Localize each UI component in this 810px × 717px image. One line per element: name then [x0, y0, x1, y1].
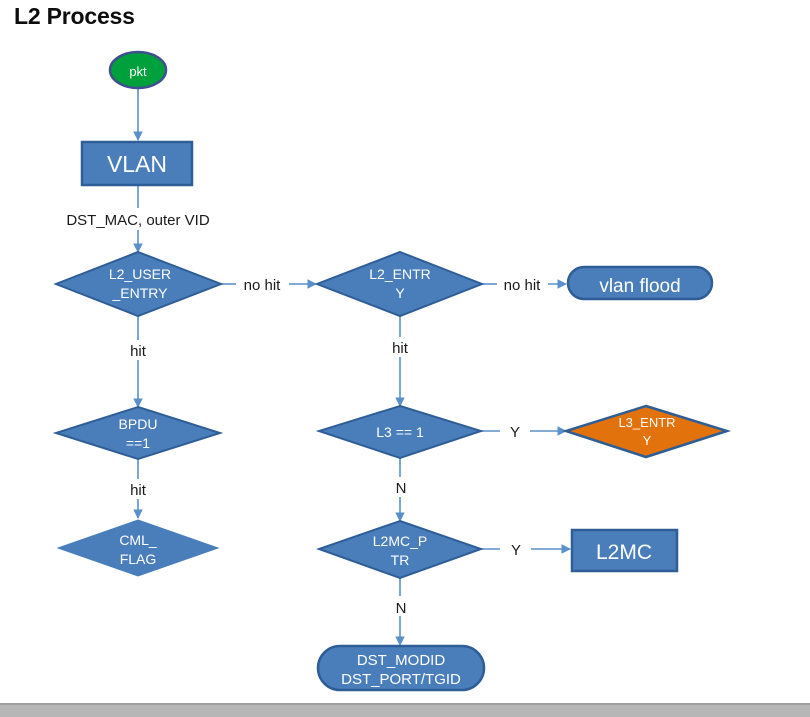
node-dst-label-line1: DST_MODID — [357, 652, 446, 669]
node-l3-check-label: L3 == 1 — [376, 424, 424, 440]
node-cml-flag-label-line2: FLAG — [120, 551, 157, 567]
node-l2-user-entry-label-line2: _ENTRY — [112, 285, 169, 301]
node-l2-user-entry-label-line1: L2_USER — [109, 266, 171, 282]
edge-label-no-hit-2: no hit — [504, 277, 542, 294]
node-l3-entry-label-line2: Y — [643, 433, 652, 448]
edge-label-hit-1: hit — [130, 343, 147, 360]
node-bpdu[interactable]: BPDU ==1 — [52, 405, 224, 461]
edge-label-dst-mac-outer-vid: DST_MAC, outer VID — [66, 212, 210, 229]
node-l2mc-ptr-label-line2: TR — [391, 552, 410, 568]
node-bpdu-label-line1: BPDU — [119, 416, 158, 432]
node-l2mc-label: L2MC — [596, 541, 652, 564]
node-vlan-flood-label: vlan flood — [599, 276, 680, 297]
node-l2-entry-label-line1: L2_ENTR — [369, 266, 430, 282]
edge-label-no-hit-1: no hit — [244, 277, 282, 294]
node-l2mc-ptr[interactable]: L2MC_P TR — [315, 519, 485, 580]
edge-label-yes-1: Y — [510, 424, 520, 441]
node-cml-flag-label-line1: CML_ — [119, 532, 157, 548]
node-dst-label-line2: DST_PORT/TGID — [341, 671, 461, 688]
node-l3-entry[interactable]: L3_ENTR Y — [561, 404, 732, 459]
node-start-pkt-label: pkt — [129, 64, 147, 79]
node-l2-entry-label-line2: Y — [395, 285, 405, 301]
node-l2-entry[interactable]: L2_ENTR Y — [314, 250, 485, 318]
node-dst[interactable]: DST_MODID DST_PORT/TGID — [316, 644, 486, 692]
node-l3-entry-label-line1: L3_ENTR — [618, 415, 675, 430]
edge-label-no-2: N — [396, 600, 407, 617]
node-l3-check[interactable]: L3 == 1 — [315, 404, 485, 460]
node-vlan-flood[interactable]: vlan flood — [566, 265, 714, 301]
status-bar — [0, 703, 810, 717]
node-vlan-label: VLAN — [107, 151, 167, 177]
edge-label-no-1: N — [396, 480, 407, 497]
edge-label-yes-2: Y — [511, 542, 521, 559]
node-vlan[interactable]: VLAN — [80, 140, 194, 187]
page-title: L2 Process — [14, 3, 135, 29]
edge-label-hit-3: hit — [130, 482, 147, 499]
node-cml-flag[interactable]: CML_ FLAG — [56, 519, 220, 577]
node-l2mc-ptr-label-line1: L2MC_P — [373, 533, 427, 549]
node-l2mc[interactable]: L2MC — [570, 528, 679, 573]
node-start-pkt[interactable]: pkt — [108, 50, 168, 90]
node-l2-user-entry[interactable]: L2_USER _ENTRY — [53, 250, 224, 318]
edge-label-hit-2: hit — [392, 340, 409, 357]
node-bpdu-label-line2: ==1 — [126, 435, 150, 451]
